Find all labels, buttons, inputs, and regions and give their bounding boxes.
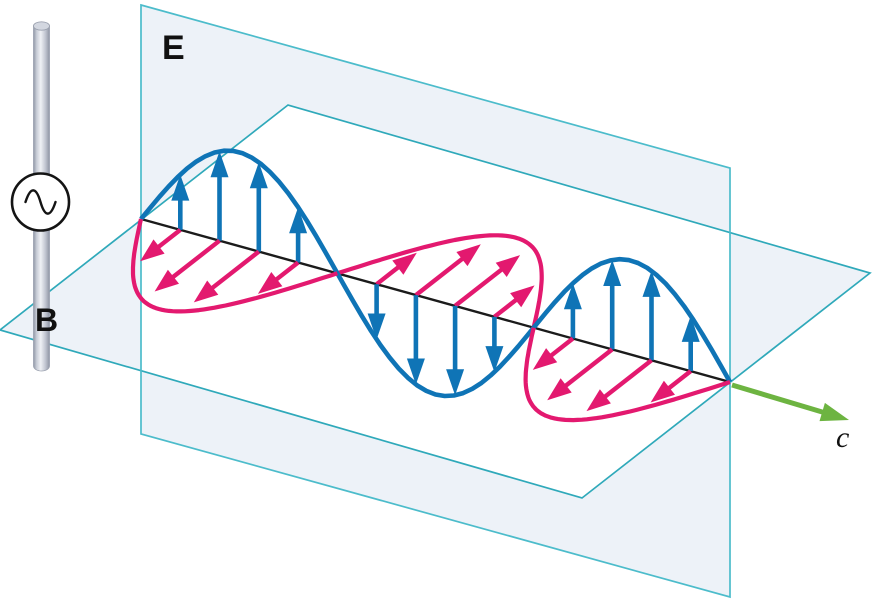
b-field-arrow <box>140 228 182 262</box>
b-field-arrow-head <box>456 244 481 267</box>
b-field-arrow-head <box>510 285 535 308</box>
b-field-arrow-head <box>586 389 611 412</box>
e-field-arrow-head <box>367 313 386 340</box>
e-field-arrow <box>603 260 622 350</box>
speed-of-light-arrow-shaft <box>731 382 830 417</box>
b-field-arrow-shaft <box>453 264 508 308</box>
b-field-arrow-shaft <box>206 249 261 294</box>
e-plane-outline <box>140 3 731 599</box>
b-field-arrow <box>547 347 614 401</box>
ac-sine-icon <box>24 189 57 215</box>
e-field-arrow-head <box>681 315 700 342</box>
e-field-arrow <box>249 162 268 252</box>
speed-of-light-arrow-head <box>819 402 849 422</box>
b-plane-outline <box>0 104 872 499</box>
b-field-arrow-head <box>495 255 521 277</box>
b-field-arrow-head <box>154 269 179 292</box>
b-field-arrow-head <box>547 378 572 401</box>
e-field-arrow <box>681 315 700 372</box>
e-field-arrow-head <box>603 260 622 286</box>
b-field-arrow <box>154 238 221 292</box>
b-field-label: B <box>35 302 58 338</box>
e-field-arrow-head <box>249 162 268 189</box>
e-wave-curve <box>139 148 733 399</box>
b-field-arrow-shaft <box>414 253 469 297</box>
e-field-arrow <box>289 207 308 263</box>
antenna-rod-cap <box>33 21 50 31</box>
propagation-axis <box>140 217 731 384</box>
b-field-arrow <box>414 244 481 297</box>
b-wave-curve <box>130 218 338 314</box>
b-field-arrow <box>493 285 535 319</box>
b-field-arrow-head <box>650 380 675 403</box>
b-field-arrow-shaft <box>167 238 221 283</box>
e-field-arrow-head <box>485 346 504 373</box>
e-field-arrow <box>210 151 229 241</box>
e-field-arrow <box>171 174 190 230</box>
b-field-arrow-head <box>392 252 417 275</box>
b-field-arrow <box>532 336 575 370</box>
e-field-arrow-head <box>210 151 229 178</box>
b-wave-curve <box>336 233 544 329</box>
b-field-arrow-shaft <box>599 358 653 402</box>
b-field-arrow-head <box>532 348 558 370</box>
b-field-arrow <box>257 260 300 294</box>
b-field-arrow <box>650 369 693 403</box>
e-field-arrow <box>642 270 661 361</box>
e-field-arrow-head <box>642 270 661 297</box>
e-field-arrow <box>563 283 582 339</box>
e-field-label: E <box>162 29 185 67</box>
e-field-arrow-head <box>406 358 425 385</box>
e-field-arrow-head <box>446 369 465 396</box>
b-field-arrow-head <box>257 272 283 294</box>
e-field-arrow-head <box>563 283 582 310</box>
b-wave-curve <box>523 327 731 423</box>
b-field-arrow-shaft <box>560 347 614 391</box>
speed-label: c <box>836 421 849 454</box>
b-field-arrow-head <box>140 239 165 262</box>
e-field-arrow <box>406 295 425 385</box>
b-field-arrow <box>586 358 653 412</box>
e-field-arrow-head <box>171 174 190 201</box>
speed-of-light-arrow <box>731 382 849 422</box>
b-field-arrow <box>193 249 261 303</box>
b-field-arrow <box>375 252 417 286</box>
e-field-arrow <box>485 316 504 373</box>
e-field-arrow <box>446 305 465 396</box>
e-field-arrow-head <box>289 207 308 234</box>
b-field-arrow <box>453 255 521 308</box>
b-field-arrow-head <box>193 280 219 303</box>
e-field-arrow <box>367 284 386 340</box>
